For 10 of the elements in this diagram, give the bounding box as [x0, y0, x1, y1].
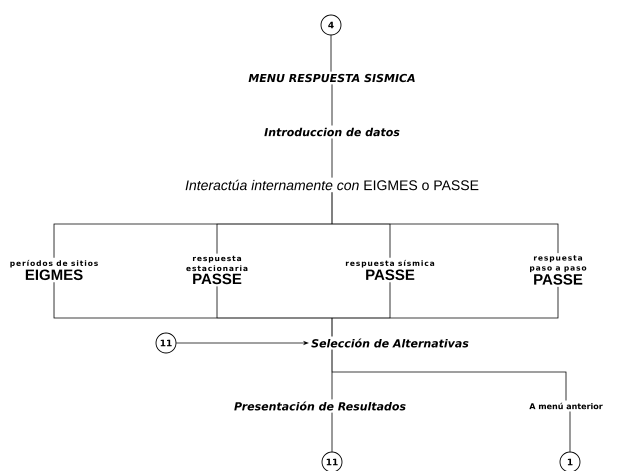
connector-line	[330, 35, 332, 72]
connector-line	[332, 349, 566, 401]
step-label: A menú anterior	[529, 402, 603, 410]
step-label: Interactúa internamente con EIGMES o PASSE	[186, 180, 478, 190]
step-label: MENU RESPUESTA SISMICA	[248, 74, 415, 82]
connector-line	[332, 192, 558, 254]
step-label: Presentación de Resultados	[234, 402, 406, 410]
step-label: Introduccion de datos	[264, 128, 400, 136]
connector-line	[332, 286, 558, 337]
step-label: Selección de Alternativas	[311, 338, 468, 348]
